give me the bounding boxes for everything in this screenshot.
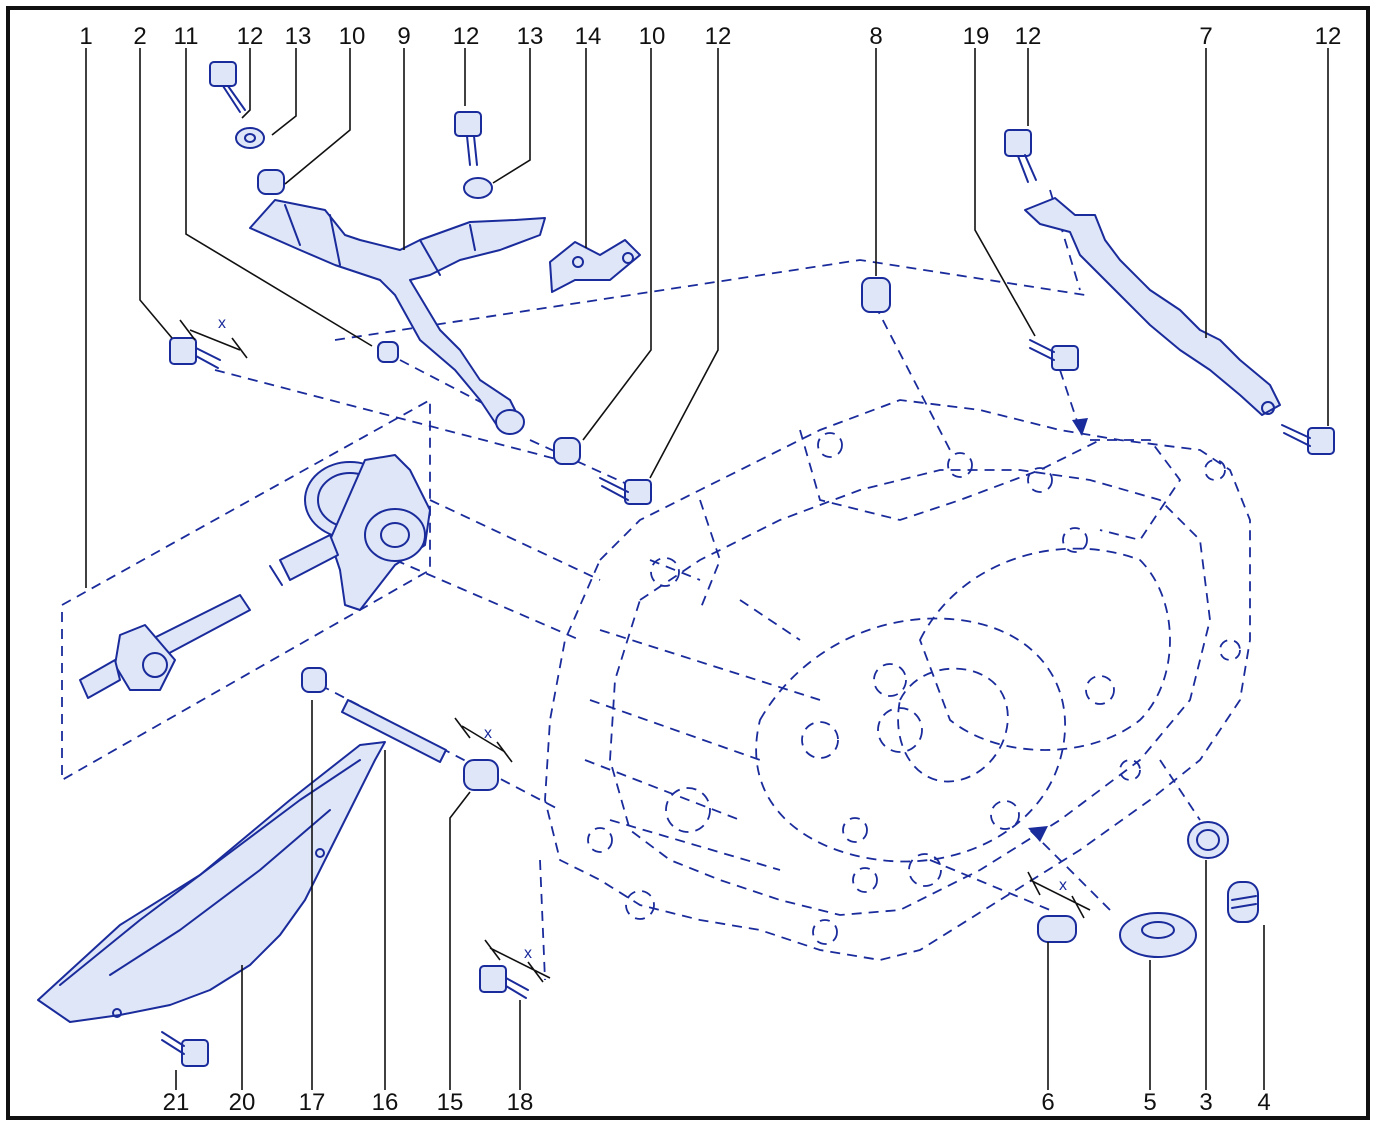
arrow-19 bbox=[1072, 418, 1088, 436]
dim-mark-1: x bbox=[179, 315, 248, 359]
bolt-12-a bbox=[209, 61, 246, 113]
callout-4: 4 bbox=[1257, 1089, 1270, 1116]
callout-21: 21 bbox=[163, 1089, 190, 1116]
svg-text:x: x bbox=[1059, 877, 1067, 894]
stud-16 bbox=[341, 699, 447, 763]
bolt-12-d bbox=[1004, 129, 1037, 183]
callout-labels: 1 2 11 12 13 10 9 12 13 14 10 12 8 19 12… bbox=[79, 23, 1341, 1116]
slave-cylinder-1 bbox=[79, 454, 431, 699]
callout-1: 1 bbox=[79, 23, 92, 50]
callout-3: 3 bbox=[1199, 1089, 1212, 1116]
bushing-10-b bbox=[553, 437, 581, 465]
plug-4 bbox=[1227, 881, 1259, 923]
dim-mark-3: x bbox=[1027, 871, 1091, 919]
bushing-10-a bbox=[257, 169, 285, 195]
arrow-5 bbox=[1028, 826, 1048, 842]
svg-text:x: x bbox=[524, 945, 532, 962]
bolt-18 bbox=[479, 965, 529, 999]
washer-13-b bbox=[463, 177, 493, 199]
bolt-19 bbox=[1029, 339, 1079, 371]
callout-7: 7 bbox=[1199, 23, 1212, 50]
washer-13-a bbox=[235, 127, 265, 149]
callout-2: 2 bbox=[133, 23, 146, 50]
callout-12-d: 12 bbox=[1015, 23, 1042, 50]
leader-lines bbox=[85, 48, 1329, 1090]
callout-10-b: 10 bbox=[639, 23, 666, 50]
bolt-12-b bbox=[454, 111, 482, 166]
callout-9: 9 bbox=[397, 23, 410, 50]
callout-13-a: 13 bbox=[285, 23, 312, 50]
sleeve-15 bbox=[463, 759, 499, 791]
callout-18: 18 bbox=[507, 1089, 534, 1116]
callout-12-e: 12 bbox=[1315, 23, 1342, 50]
dim-mark-4: x bbox=[484, 939, 551, 983]
bolt-12-c bbox=[599, 477, 652, 505]
bolt-2 bbox=[169, 337, 221, 369]
bracket-14 bbox=[549, 239, 641, 293]
dim-mark-2: x bbox=[454, 717, 513, 763]
transmission-housing bbox=[544, 399, 1251, 961]
callout-17: 17 bbox=[299, 1089, 326, 1116]
callout-12-c: 12 bbox=[705, 23, 732, 50]
bolt-21 bbox=[161, 1031, 209, 1067]
callout-16: 16 bbox=[372, 1089, 399, 1116]
svg-text:x: x bbox=[218, 315, 226, 332]
callout-12-a: 12 bbox=[237, 23, 264, 50]
callout-19: 19 bbox=[963, 23, 990, 50]
callout-10-a: 10 bbox=[339, 23, 366, 50]
callout-15: 15 bbox=[437, 1089, 464, 1116]
seal-5 bbox=[1119, 912, 1197, 958]
bolt-12-e bbox=[1281, 424, 1335, 455]
callout-20: 20 bbox=[229, 1089, 256, 1116]
callout-5: 5 bbox=[1143, 1089, 1156, 1116]
callout-13-b: 13 bbox=[517, 23, 544, 50]
bracket-9 bbox=[249, 199, 546, 435]
washer-3 bbox=[1187, 821, 1229, 859]
diagram-border bbox=[6, 6, 1370, 1120]
pin-11 bbox=[377, 341, 399, 363]
washer-13-a-hole bbox=[244, 133, 256, 143]
bracket-7 bbox=[1024, 197, 1281, 416]
svg-text:x: x bbox=[484, 725, 492, 742]
sleeve-6 bbox=[1037, 915, 1077, 943]
callout-8: 8 bbox=[869, 23, 882, 50]
callout-14: 14 bbox=[575, 23, 602, 50]
callout-6: 6 bbox=[1041, 1089, 1054, 1116]
sleeve-8 bbox=[861, 277, 891, 313]
callout-11: 11 bbox=[174, 23, 199, 50]
callout-12-b: 12 bbox=[453, 23, 480, 50]
cover-20 bbox=[37, 741, 386, 1023]
nut-17 bbox=[301, 667, 327, 693]
